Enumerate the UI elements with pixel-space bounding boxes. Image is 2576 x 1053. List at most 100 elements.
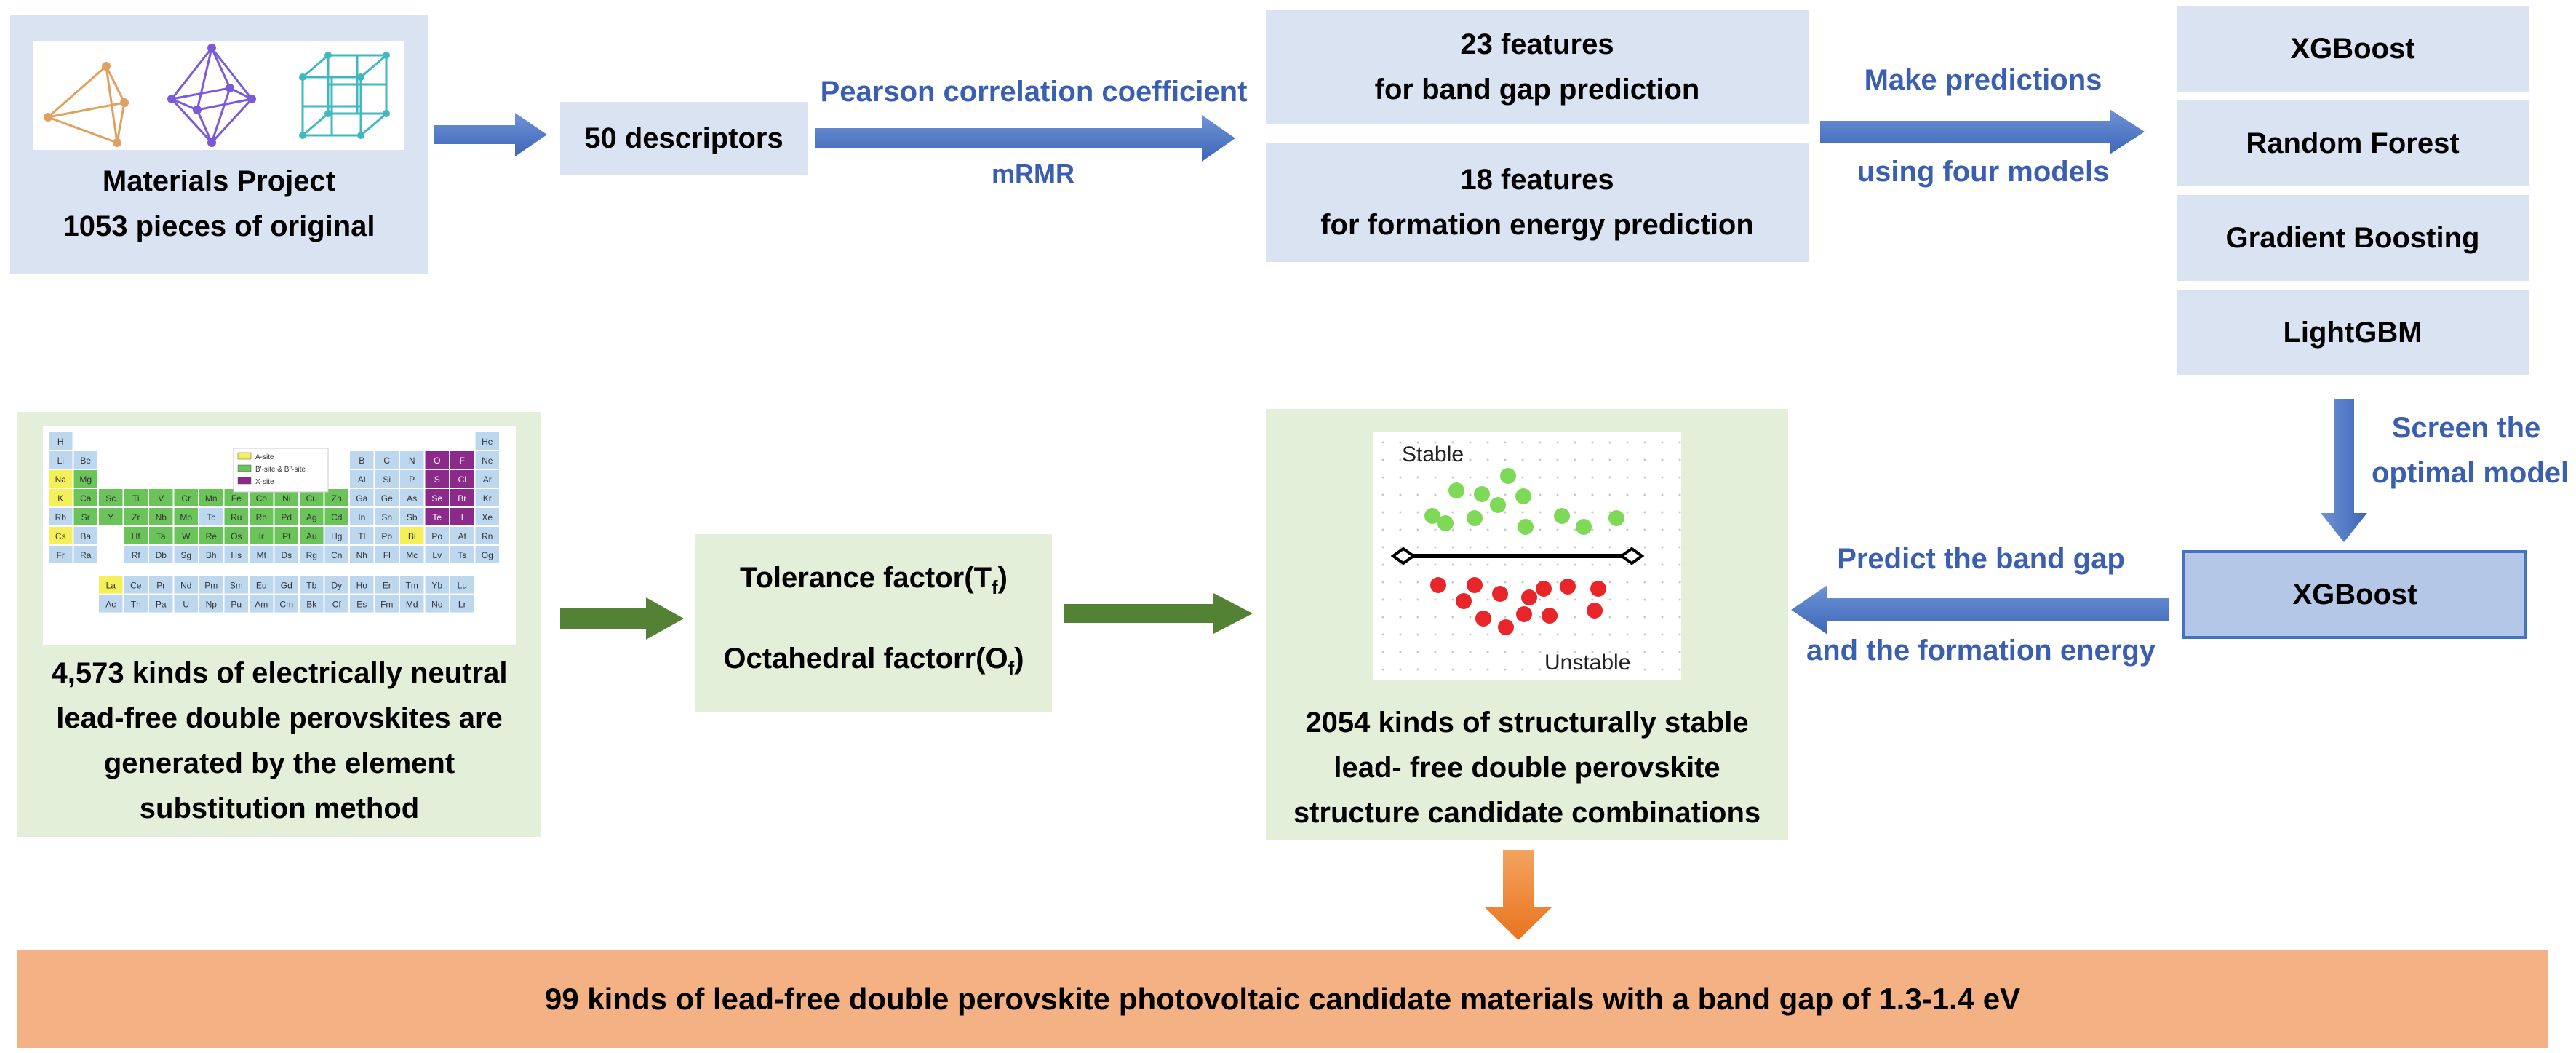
element-cell: Er xyxy=(375,576,399,594)
svg-text:Th: Th xyxy=(131,600,141,610)
element-cell: Cl xyxy=(450,470,474,488)
model-random-forest-label: Random Forest xyxy=(2246,127,2460,159)
element-cell: Mo xyxy=(174,508,198,525)
element-cell: W xyxy=(174,527,198,544)
svg-text:Fm: Fm xyxy=(380,600,393,610)
octahedral-factor: Octahedral factorr(Of) xyxy=(723,643,1024,679)
element-cell: Pd xyxy=(274,508,298,525)
svg-text:Mn: Mn xyxy=(205,493,218,504)
element-cell: Te xyxy=(425,508,449,525)
element-cell: Md xyxy=(400,595,424,613)
element-cell: Ir xyxy=(250,527,274,544)
element-cell: At xyxy=(450,527,474,544)
svg-text:Cl: Cl xyxy=(458,474,466,485)
element-cell: P xyxy=(400,470,424,488)
arrow-features-to-models xyxy=(1820,109,2145,154)
svg-text:K: K xyxy=(57,493,63,504)
svg-text:S: S xyxy=(434,474,440,485)
svg-text:Np: Np xyxy=(206,600,218,610)
selected-model-label: XGBoost xyxy=(2292,579,2417,611)
stability-text-line-1: 2054 kinds of structurally stable xyxy=(1305,707,1749,739)
svg-text:Rf: Rf xyxy=(132,550,141,560)
periodic-text-line-1: 4,573 kinds of electrically neutral xyxy=(51,657,508,689)
svg-text:Fl: Fl xyxy=(383,550,391,560)
element-cell: Og xyxy=(475,546,499,563)
band-features-purpose: for band gap prediction xyxy=(1374,73,1700,106)
make-predictions-label: Make predictions xyxy=(1864,64,2102,96)
svg-text:No: No xyxy=(431,600,443,610)
element-cell: Zr xyxy=(124,508,148,525)
descriptors-label: 50 descriptors xyxy=(584,122,783,154)
element-cell: Ce xyxy=(124,576,148,594)
band-features-count: 23 features xyxy=(1460,28,1614,60)
svg-text:Sn: Sn xyxy=(381,512,392,522)
element-cell: Al xyxy=(350,470,374,488)
stable-dot xyxy=(1448,482,1464,498)
octahedral-factor-text: Octahedral factorr(O xyxy=(723,643,1008,675)
svg-text:Cf: Cf xyxy=(332,600,342,610)
svg-text:Te: Te xyxy=(432,512,442,522)
element-cell: Hg xyxy=(324,527,348,544)
svg-text:V: V xyxy=(158,493,164,504)
stable-dot xyxy=(1515,488,1531,504)
svg-text:Tl: Tl xyxy=(358,531,365,541)
element-cell: Gd xyxy=(274,576,298,594)
pearson-label: Pearson correlation coefficient xyxy=(820,76,1248,108)
stable-dot xyxy=(1500,468,1516,484)
svg-text:Pa: Pa xyxy=(156,600,167,610)
element-cell: Sm xyxy=(224,576,248,594)
svg-text:W: W xyxy=(182,531,191,541)
element-cell: Bk xyxy=(300,595,324,613)
svg-text:H: H xyxy=(57,437,64,447)
element-cell: Tc xyxy=(199,508,223,525)
element-cell: Eu xyxy=(250,576,274,594)
grid-dots xyxy=(1381,441,1681,671)
svg-text:In: In xyxy=(358,512,365,522)
svg-text:Y: Y xyxy=(108,512,113,522)
svg-text:Cr: Cr xyxy=(181,493,191,504)
element-cell: K xyxy=(49,489,73,506)
element-cell: Y xyxy=(99,508,123,525)
element-cell: S xyxy=(425,470,449,488)
svg-text:Rg: Rg xyxy=(306,550,317,560)
element-cell: Re xyxy=(199,527,223,544)
element-cell: Pu xyxy=(224,595,248,613)
svg-text:Ra: Ra xyxy=(80,550,92,560)
element-cell: Cf xyxy=(324,595,348,613)
element-cell: Br xyxy=(450,489,474,506)
model-lightgbm: LightGBM xyxy=(2177,290,2529,375)
element-cell: Pb xyxy=(375,527,399,544)
element-cell: Ba xyxy=(73,527,97,544)
element-cell: Nb xyxy=(149,508,173,525)
element-cell: Np xyxy=(199,595,223,613)
element-cell: Mt xyxy=(250,546,274,563)
svg-text:Nh: Nh xyxy=(356,550,367,560)
element-cell: O xyxy=(425,451,449,469)
element-cell: Cd xyxy=(324,508,348,525)
svg-text:Hg: Hg xyxy=(331,531,342,541)
unstable-dot xyxy=(1456,593,1472,609)
element-cell: I xyxy=(450,508,474,525)
svg-text:Se: Se xyxy=(431,493,442,504)
element-cell: H xyxy=(49,432,73,450)
element-cell: Cs xyxy=(49,527,73,544)
element-cell: Na xyxy=(49,470,73,488)
svg-text:Sg: Sg xyxy=(180,550,191,560)
element-cell: Pa xyxy=(149,595,173,613)
formation-features-count: 18 features xyxy=(1460,164,1614,196)
element-cell: Ge xyxy=(375,489,399,506)
element-cell: Sr xyxy=(73,508,97,525)
element-cell: Pt xyxy=(274,527,298,544)
element-cell: Cm xyxy=(274,595,298,613)
legend-entry: X-site xyxy=(255,478,274,486)
element-cell: Rb xyxy=(49,508,73,525)
arrow-models-to-selected xyxy=(2321,399,2367,542)
svg-text:Na: Na xyxy=(55,474,67,485)
svg-text:At: At xyxy=(458,531,467,541)
svg-text:N: N xyxy=(409,456,415,466)
svg-text:Og: Og xyxy=(482,550,493,560)
element-cell: Bi xyxy=(400,527,424,544)
element-cell: Tl xyxy=(350,527,374,544)
svg-text:Ce: Ce xyxy=(130,581,142,591)
